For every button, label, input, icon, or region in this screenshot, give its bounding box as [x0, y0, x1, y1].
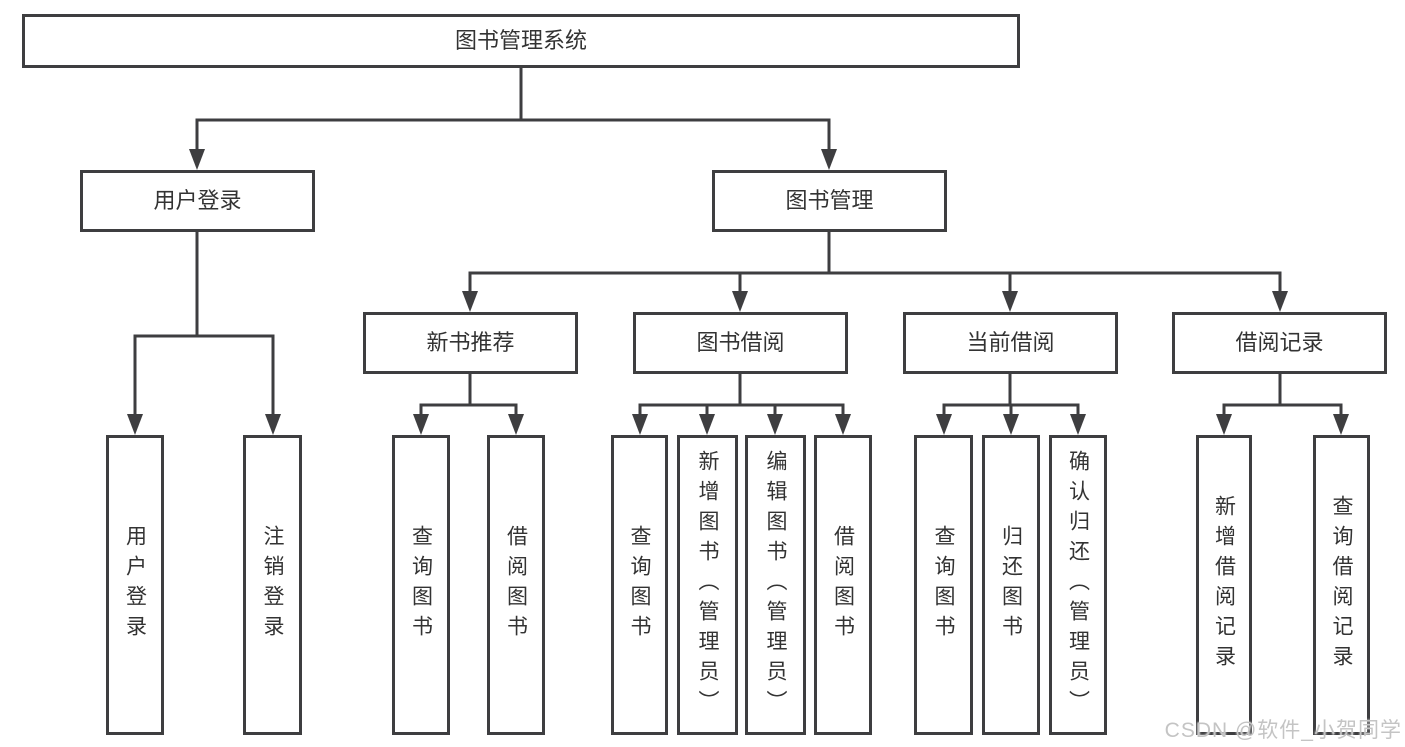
node-book-borrow: 图书借阅 [633, 312, 848, 374]
leaf-query-books-recommend: 查询图书 [392, 435, 450, 735]
leaf-query-books-borrow: 查询图书 [611, 435, 668, 735]
node-user-login: 用户登录 [80, 170, 315, 232]
connector-borrow-records-to-leaves [1216, 370, 1349, 435]
connector-root-to-level2 [189, 64, 837, 170]
node-borrow-records: 借阅记录 [1172, 312, 1387, 374]
leaf-add-books-admin: 新增图书（管理员） [677, 435, 738, 735]
leaf-user-login: 用户登录 [106, 435, 164, 735]
connector-user-login-to-leaves [127, 228, 281, 435]
leaf-logout: 注销登录 [243, 435, 302, 735]
leaf-edit-books-admin: 编辑图书（管理员） [745, 435, 806, 735]
connector-book-management-to-level3 [462, 228, 1288, 312]
node-new-book-recommend: 新书推荐 [363, 312, 578, 374]
node-book-management: 图书管理 [712, 170, 947, 232]
watermark: CSDN @软件_小贺同学 [1164, 719, 1402, 742]
connector-book-borrow-to-leaves [632, 370, 851, 435]
leaf-query-borrow-record: 查询借阅记录 [1313, 435, 1370, 735]
connector-current-borrow-to-leaves [936, 370, 1086, 435]
node-root-library-system: 图书管理系统 [22, 14, 1020, 68]
leaf-borrow-books-recommend: 借阅图书 [487, 435, 545, 735]
leaf-add-borrow-record: 新增借阅记录 [1196, 435, 1252, 735]
node-current-borrow: 当前借阅 [903, 312, 1118, 374]
leaf-confirm-return-admin: 确认归还（管理员） [1049, 435, 1107, 735]
leaf-return-books: 归还图书 [982, 435, 1040, 735]
leaf-borrow-books: 借阅图书 [814, 435, 872, 735]
leaf-query-books-current: 查询图书 [914, 435, 973, 735]
connector-new-book-recommend-to-leaves [413, 370, 524, 435]
